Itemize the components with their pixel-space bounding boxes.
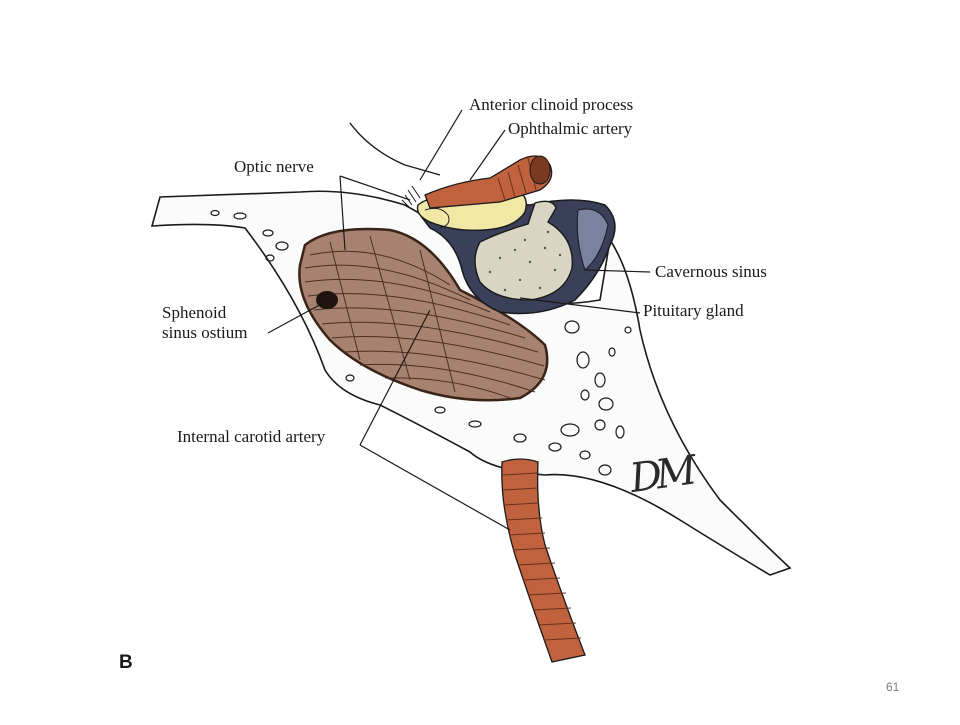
clinoid-fringe (401, 185, 421, 209)
label-optic-nerve: Optic nerve (234, 157, 314, 176)
label-internal-carotid: Internal carotid artery (177, 427, 326, 446)
artist-signature: DM (627, 447, 694, 503)
label-cavernous-sinus: Cavernous sinus (655, 262, 767, 281)
label-sphenoid: Sphenoid (162, 303, 227, 322)
label-pituitary-gland: Pituitary gland (643, 301, 744, 320)
label-ophthalmic-artery: Ophthalmic artery (508, 119, 633, 138)
planum-line (349, 122, 441, 176)
sinus-mucosa-lines (304, 235, 546, 399)
pituitary-gland (474, 200, 573, 301)
optic-nerve-sheath (424, 207, 450, 229)
pituitary-stipple (488, 230, 562, 292)
internal-carotid-artery (501, 458, 586, 663)
sinus-ostium (316, 291, 338, 309)
bone-trabeculae (210, 209, 632, 476)
ophthalmic-artery-lumen (529, 155, 551, 185)
page-number: 61 (886, 680, 900, 694)
panel-letter: B (119, 652, 133, 673)
sphenoid-sinus (298, 227, 549, 402)
label-anterior-clinoid: Anterior clinoid process (469, 95, 634, 114)
carotid-rings (502, 472, 582, 641)
label-sinus-ostium: sinus ostium (162, 323, 248, 342)
leader-lines (267, 109, 651, 531)
cavernous-sinus-lateral (576, 208, 609, 271)
ophthalmic-artery (424, 155, 553, 209)
